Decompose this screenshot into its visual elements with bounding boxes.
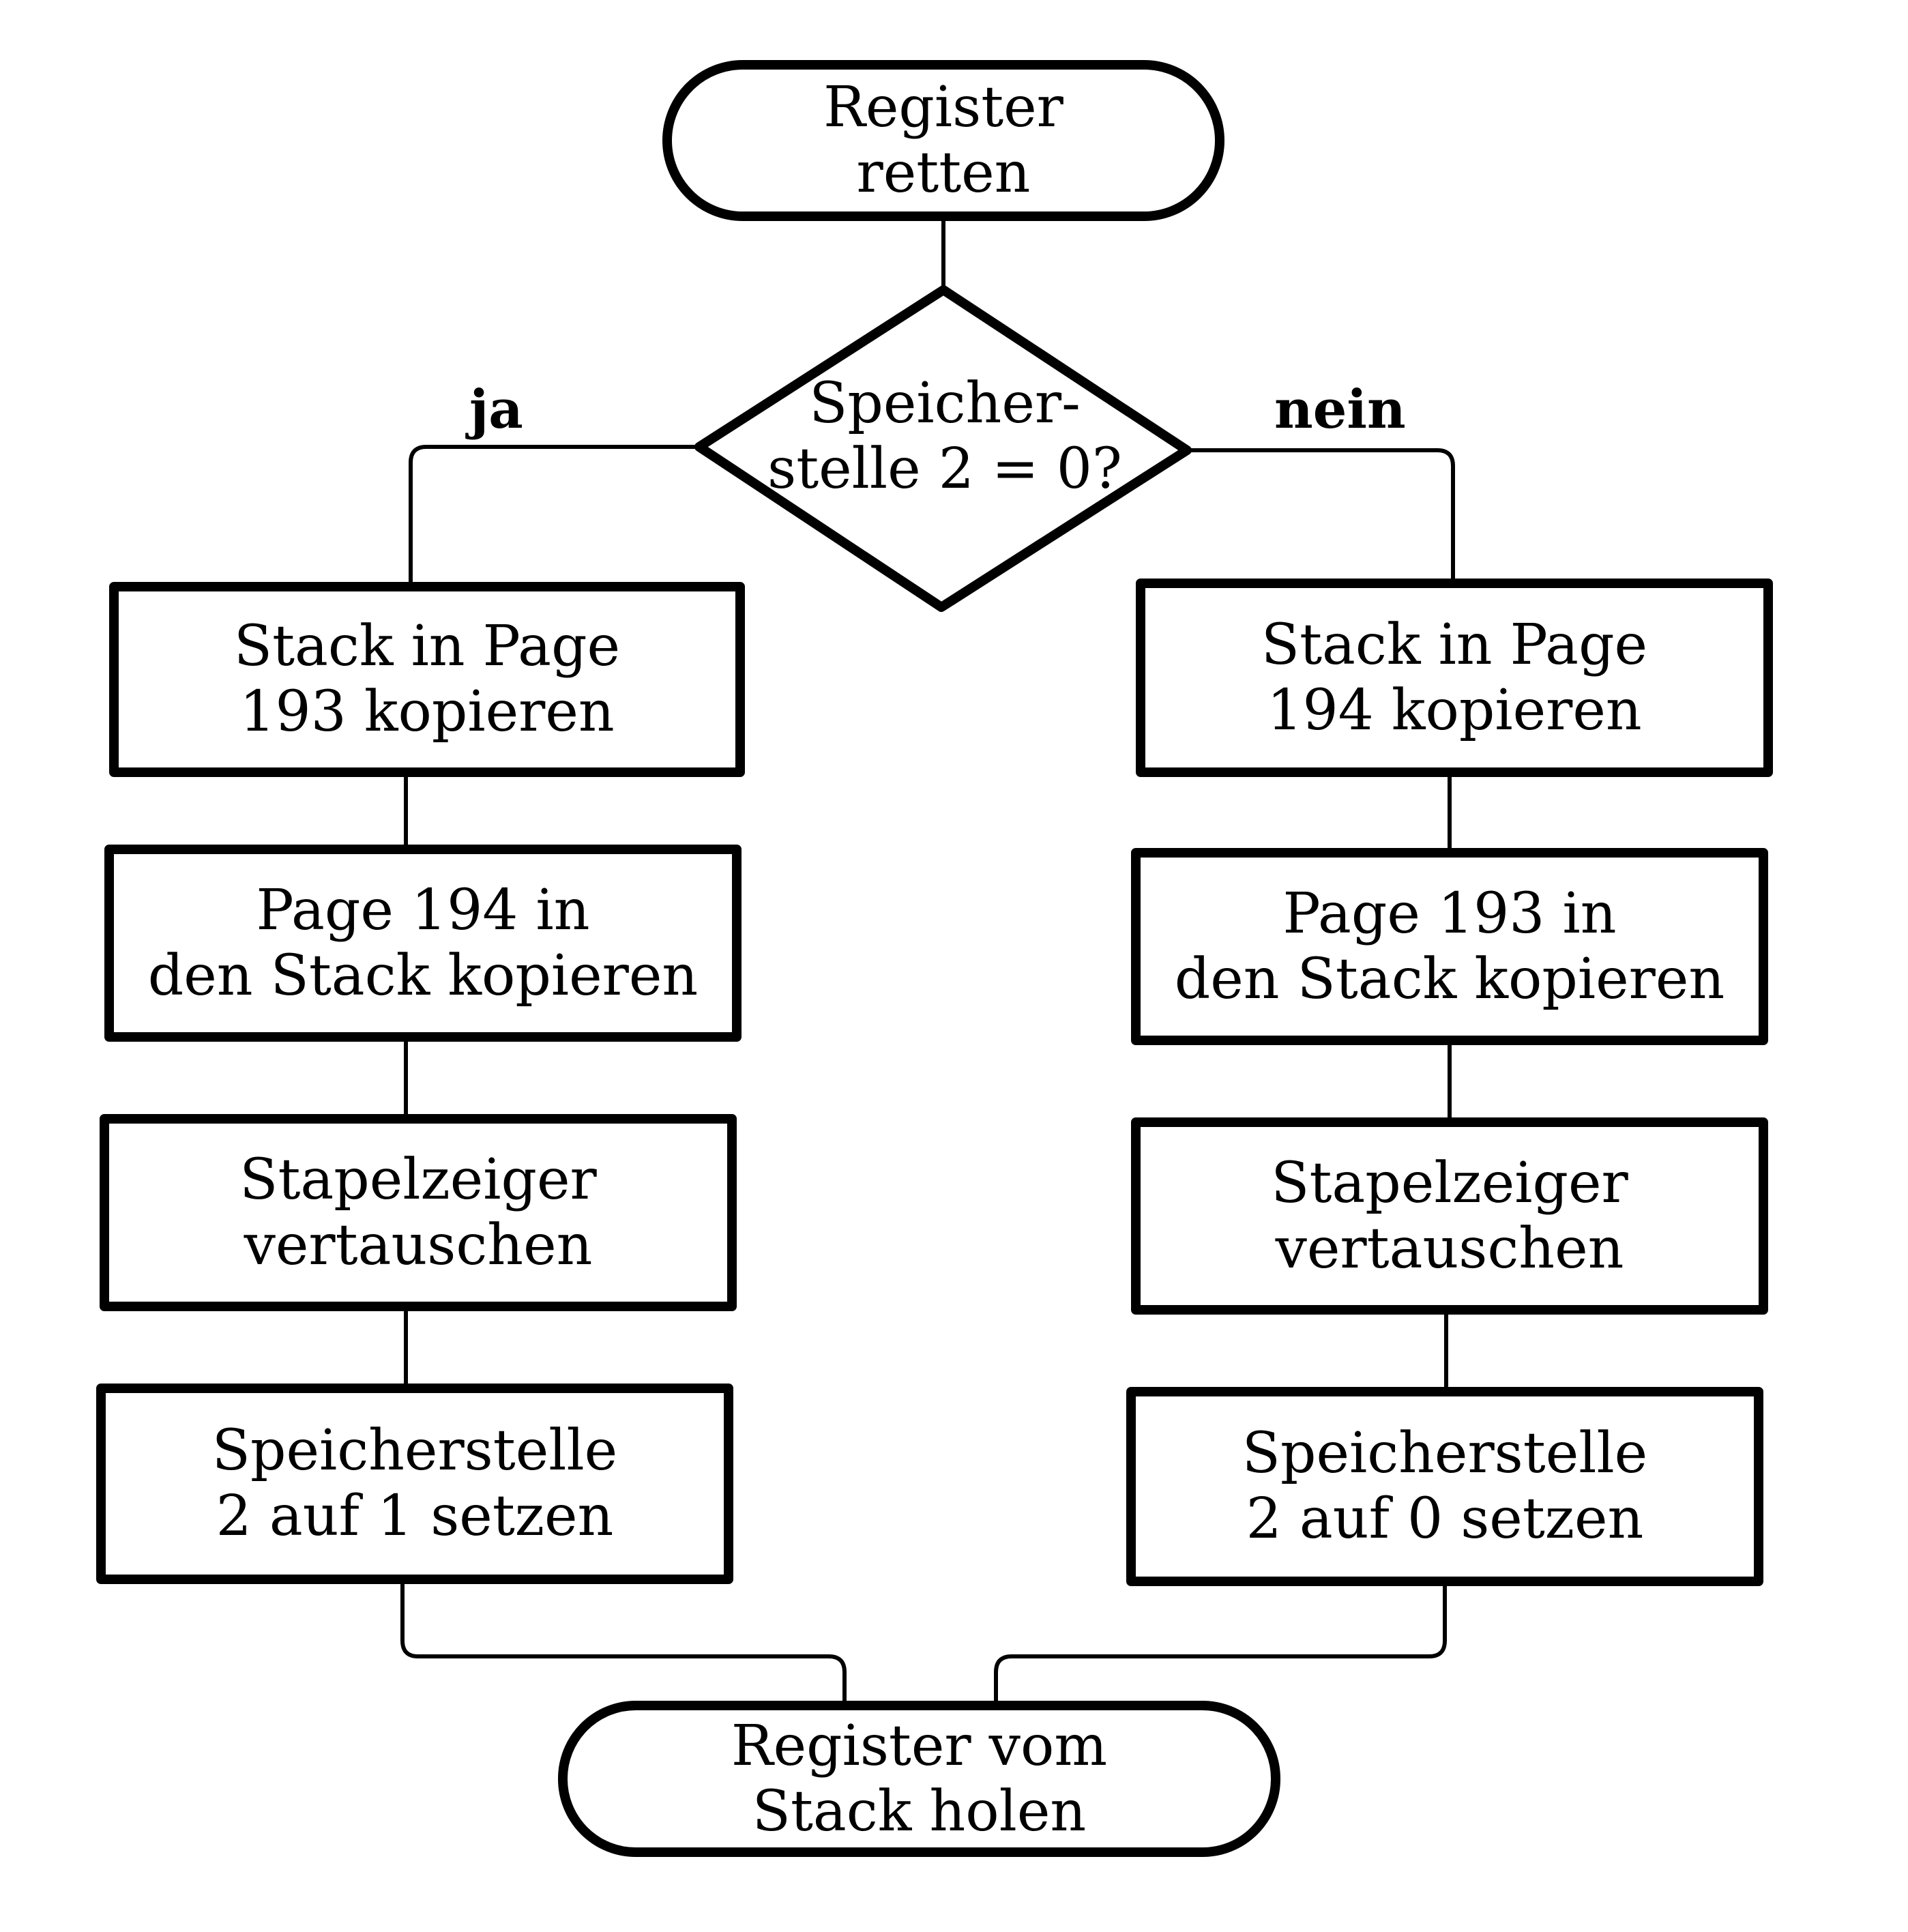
step-line1: Speicherstelle	[211, 1418, 618, 1483]
connector-no-branch	[1187, 448, 1455, 583]
start-label-line1: Register	[823, 75, 1063, 140]
connector-yes-branch	[409, 445, 699, 587]
step-line2: vertauschen	[244, 1212, 593, 1278]
right-step-2: Page 193 in den Stack kopieren	[1136, 853, 1763, 1040]
left-step-3: Stapelzeiger vertauschen	[104, 1119, 732, 1306]
right-step-1: Stack in Page 194 kopieren	[1141, 583, 1768, 772]
decision-label-line2: stelle 2 = 0?	[767, 437, 1122, 501]
step-line2: 194 kopieren	[1267, 677, 1642, 743]
step-line2: 193 kopieren	[239, 679, 615, 744]
step-line2: 2 auf 1 setzen	[216, 1484, 614, 1549]
step-line1: Page 193 in	[1282, 881, 1617, 946]
step-line2: den Stack kopieren	[1174, 946, 1725, 1012]
end-label: Register vom Stack holen	[563, 1706, 1276, 1852]
right-step-4-box	[1126, 1387, 1763, 1586]
connector-left-end	[400, 1579, 847, 1706]
left-step-1: Stack in Page 193 kopieren	[114, 587, 740, 772]
end-label-line1: Register vom	[731, 1713, 1108, 1779]
decision-diamond	[694, 285, 1192, 612]
step-line1: Stapelzeiger	[1271, 1150, 1628, 1216]
step-line2: 2 auf 0 setzen	[1246, 1487, 1644, 1551]
connector-right-end	[994, 1581, 1447, 1706]
step-line1: Stapelzeiger	[239, 1147, 597, 1212]
left-step-1-box	[109, 582, 745, 777]
left-step-4-box	[96, 1384, 733, 1584]
right-step-2-box	[1131, 848, 1768, 1045]
start-label-line2: retten	[856, 141, 1031, 205]
decision-label-line1: Speicher-	[809, 371, 1081, 436]
right-step-1-box	[1136, 579, 1773, 777]
step-line2: vertauschen	[1275, 1216, 1624, 1281]
right-step-3-box	[1131, 1117, 1768, 1315]
decision-label: Speicher- stelle 2 = 0?	[737, 368, 1153, 505]
left-step-2: Page 194 in den Stack kopieren	[109, 849, 737, 1037]
start-label: Register retten	[667, 65, 1220, 216]
end-terminal	[558, 1701, 1280, 1857]
left-step-2-box	[104, 845, 742, 1042]
left-step-4: Speicherstelle 2 auf 1 setzen	[101, 1388, 729, 1579]
left-step-3-box	[100, 1114, 737, 1311]
step-line1: Page 194 in	[256, 877, 590, 943]
branch-label-yes: ja	[469, 379, 523, 441]
right-step-3: Stapelzeiger vertauschen	[1136, 1122, 1763, 1310]
branch-label-no: nein	[1274, 379, 1406, 441]
step-line1: Speicherstelle	[1242, 1421, 1648, 1486]
right-step-4: Speicherstelle 2 auf 0 setzen	[1131, 1392, 1759, 1581]
start-terminal	[662, 60, 1224, 221]
end-label-line2: Stack holen	[752, 1779, 1087, 1844]
step-line2: den Stack kopieren	[147, 943, 699, 1008]
step-line1: Stack in Page	[1261, 612, 1648, 677]
step-line1: Stack in Page	[233, 614, 621, 679]
